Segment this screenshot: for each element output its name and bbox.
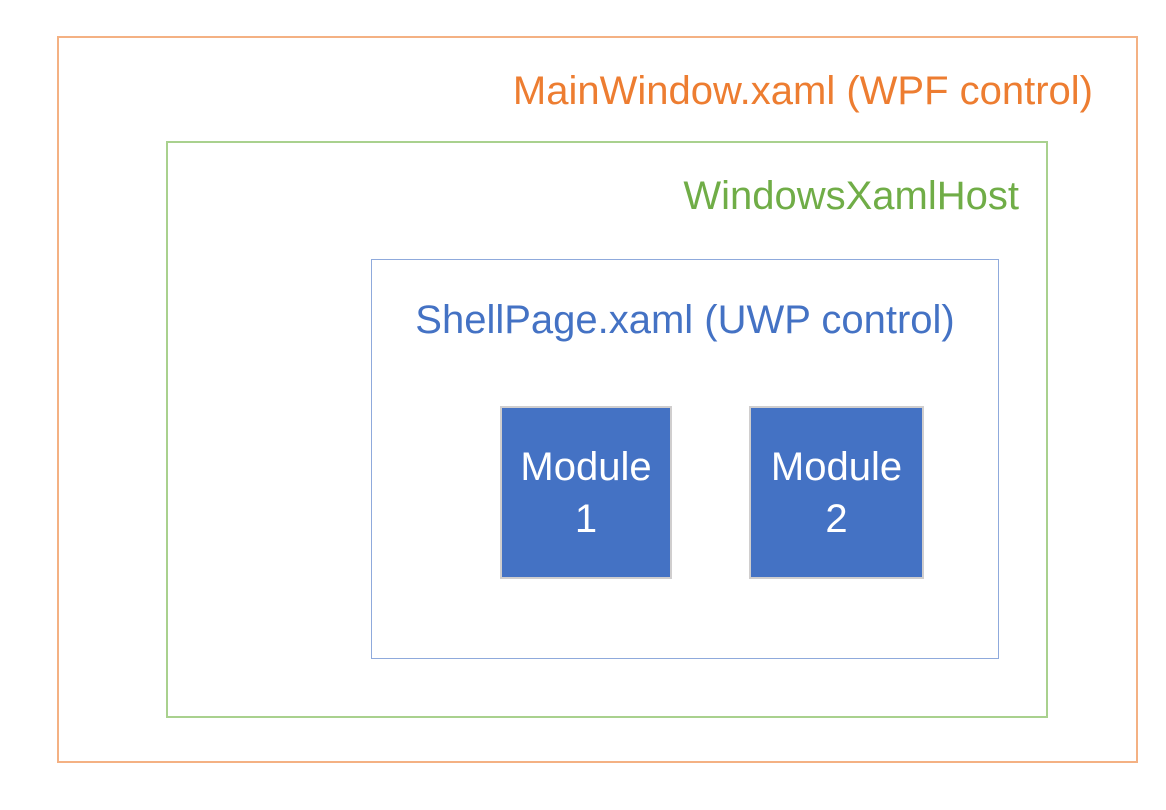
module-1-label-line1: Module <box>520 444 652 489</box>
shellpage-uwp-label: ShellPage.xaml (UWP control) <box>415 298 955 342</box>
module-2-label-line2: 2 <box>825 496 848 541</box>
shellpage-uwp-box: ShellPage.xaml (UWP control) Module 1 Mo… <box>371 259 999 659</box>
module-1-box: Module 1 <box>500 406 672 579</box>
windowsxamlhost-box: WindowsXamlHost ShellPage.xaml (UWP cont… <box>166 141 1048 718</box>
mainwindow-wpf-label: MainWindow.xaml (WPF control) <box>512 69 1093 113</box>
module-2-box: Module 2 <box>749 406 924 579</box>
mainwindow-wpf-box: MainWindow.xaml (WPF control) WindowsXam… <box>57 36 1138 763</box>
windowsxamlhost-label: WindowsXamlHost <box>683 174 1019 218</box>
module-1-label-line2: 1 <box>574 496 598 541</box>
module-2-label-line1: Module <box>770 444 903 489</box>
